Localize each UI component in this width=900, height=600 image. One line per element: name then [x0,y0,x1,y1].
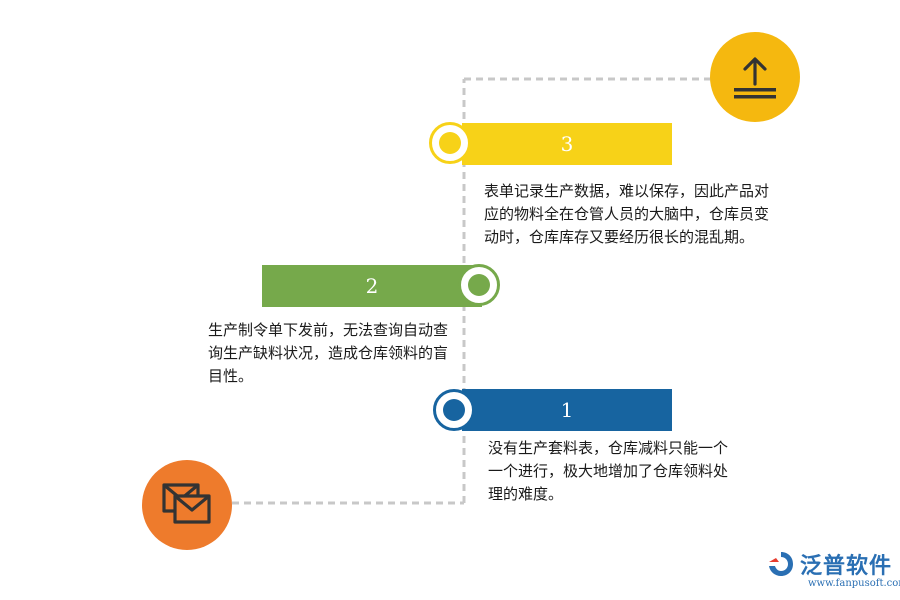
step-3-number: 3 [560,132,574,156]
step-2-dot [468,274,490,296]
step-1-marker [433,389,475,431]
step-3-dot [439,132,461,154]
step-1-dot [443,399,465,421]
step-1-text: 没有生产套料表，仓库减料只能一个一个进行，极大地增加了仓库领料处理的难度。 [488,439,729,503]
logo-name: 泛普软件 [800,554,893,579]
envelope-icon [162,483,211,524]
step-2-bar: 2 [262,265,482,307]
step-3-text: 表单记录生产数据，难以保存，因此产品对应的物料全在仓管人员的大脑中，仓库员变动时… [484,182,770,246]
upload-badge [710,32,800,122]
step-2-number: 2 [365,274,379,298]
step-1-number: 1 [560,398,574,422]
brand-logo: 泛普软件 [766,548,892,580]
fanpu-logo-icon [769,552,793,576]
step-3-marker [429,122,471,164]
envelope-badge [142,460,232,550]
upload-icon [734,57,776,99]
step-3-bar: 3 [462,123,672,165]
step-1-bar: 1 [462,389,672,431]
step-2-marker [458,264,500,306]
logo-url: www.fanpusoft.com [808,578,900,589]
step-2-text: 生产制令单下发前，无法查询自动查询生产缺料状况，造成仓库领料的盲目性。 [208,321,449,385]
